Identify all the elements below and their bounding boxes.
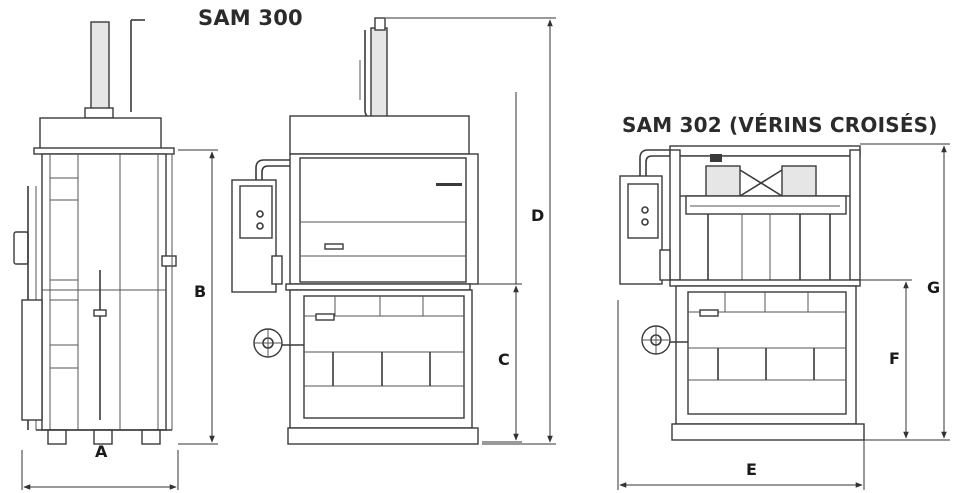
sam302-front-view xyxy=(619,145,865,441)
dimension-label-e: E xyxy=(746,460,757,479)
dimension-line-c xyxy=(478,92,522,443)
sam302-title: SAM 302 (VÉRINS CROISÉS) xyxy=(622,113,938,137)
sam300-front-view xyxy=(231,17,479,445)
sam300-side-view xyxy=(13,19,177,445)
sam300-title: SAM 300 xyxy=(198,6,303,30)
dimension-line-b xyxy=(178,149,218,445)
dimension-line-d xyxy=(386,17,556,445)
dimension-label-d: D xyxy=(531,206,545,225)
dimension-label-c: C xyxy=(498,350,510,369)
dimension-line-f xyxy=(860,279,912,441)
dimension-label-a: A xyxy=(95,442,108,461)
dimension-label-f: F xyxy=(889,349,900,368)
dimension-label-b: B xyxy=(194,282,207,301)
dimension-label-g: G xyxy=(927,278,941,297)
dimension-line-a xyxy=(21,450,179,490)
dimension-line-g xyxy=(860,143,950,441)
